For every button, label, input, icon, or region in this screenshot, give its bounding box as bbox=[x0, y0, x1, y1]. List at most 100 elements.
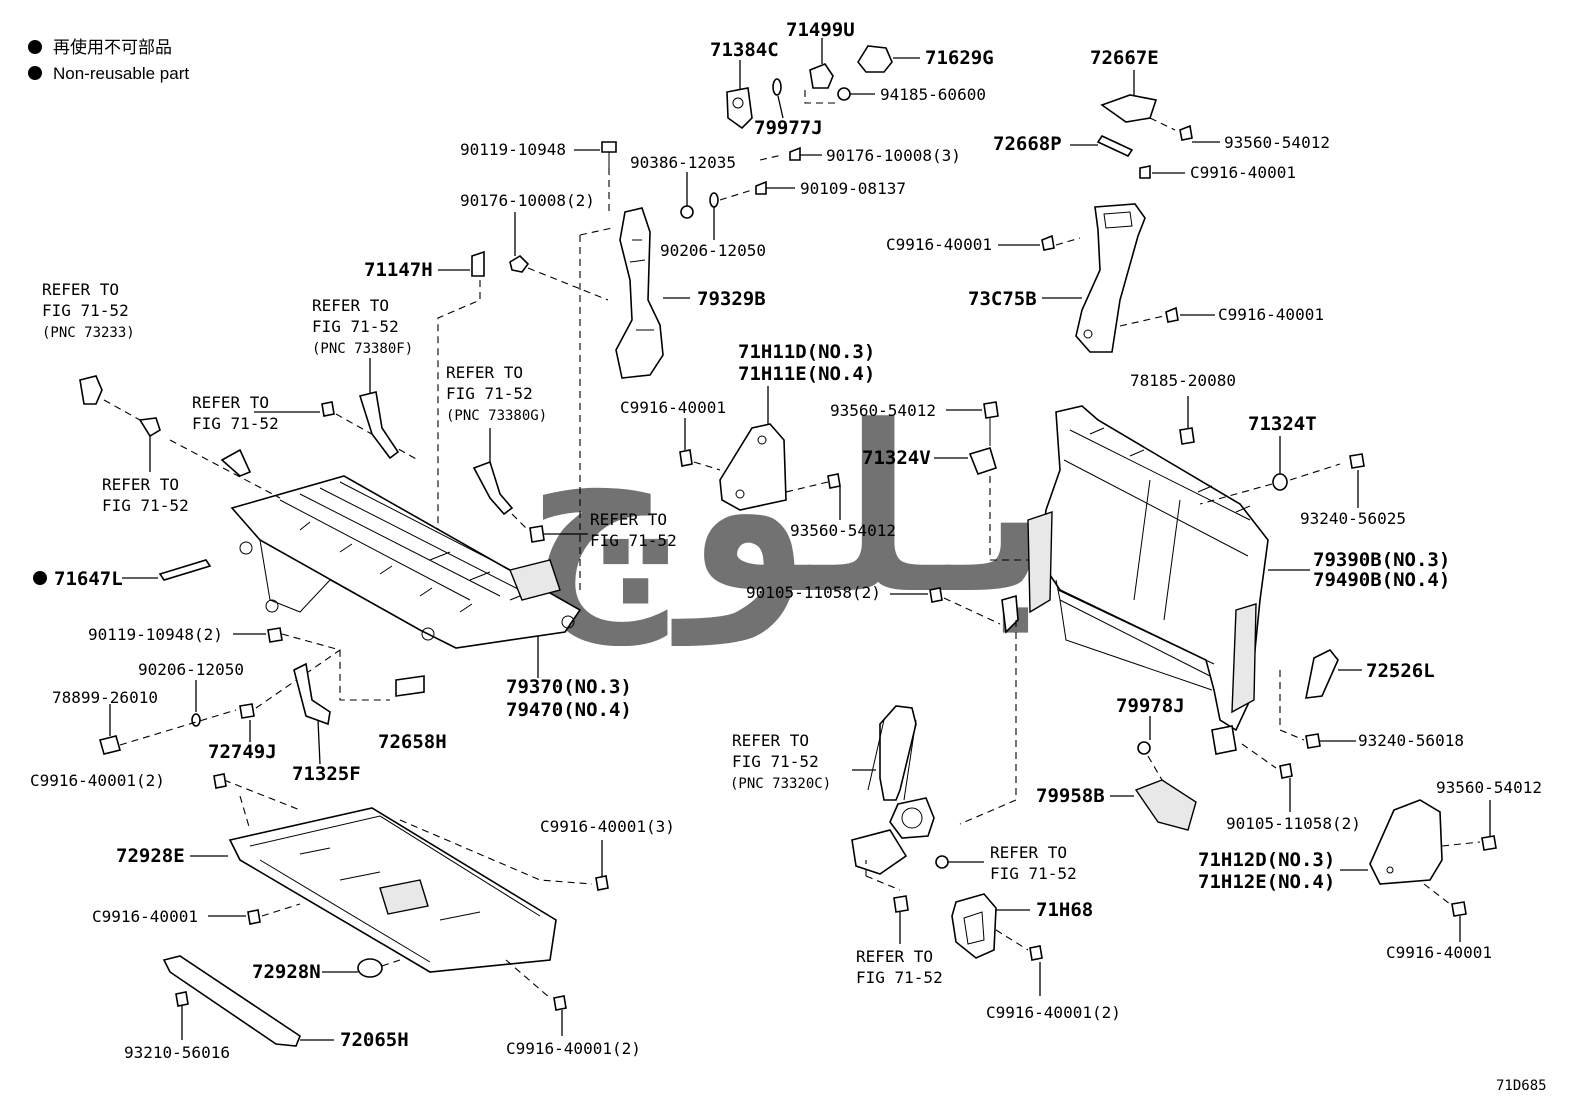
label-72667E: 72667E bbox=[1090, 47, 1159, 69]
label-72668P: 72668P bbox=[993, 133, 1062, 155]
label-90105-11058-a: 90105-11058(2) bbox=[746, 583, 881, 602]
part-71647L-shape bbox=[158, 559, 212, 581]
label-C9916-40001-d: C9916-40001 bbox=[620, 398, 726, 417]
refer-r5-line2: FIG 71-52 bbox=[446, 384, 533, 403]
hinge-cover-group bbox=[726, 38, 920, 130]
part-79958B-shape bbox=[1134, 779, 1197, 831]
part-72065H-shape bbox=[162, 955, 301, 1047]
label-90119-10948: 90119-10948 bbox=[460, 140, 566, 159]
label-90176-10008-3: 90176-10008(3) bbox=[826, 146, 961, 165]
watermark: بلوچ bbox=[533, 378, 1087, 646]
part-79390B-seatback-frame bbox=[1001, 396, 1365, 812]
label-79490B: 79490B(NO.4) bbox=[1313, 569, 1450, 591]
refer-r2-line2: FIG 71-52 bbox=[192, 414, 279, 433]
part-78185-shape bbox=[1179, 427, 1195, 445]
figure-code: 71D685 bbox=[1496, 1078, 1547, 1094]
part-79329B bbox=[579, 207, 690, 590]
label-C9916-40001-2-a: C9916-40001(2) bbox=[30, 771, 165, 790]
label-93240-56025: 93240-56025 bbox=[1300, 509, 1406, 528]
part-94185-shape bbox=[837, 87, 851, 101]
label-78185-20080: 78185-20080 bbox=[1130, 371, 1236, 390]
label-90105-11058-b: 90105-11058(2) bbox=[1226, 814, 1361, 833]
refer-r4-line3: (PNC 73380F) bbox=[312, 341, 413, 357]
part-73380F-shape bbox=[358, 391, 400, 460]
part-72526L-shape bbox=[1304, 648, 1339, 699]
label-71324T: 71324T bbox=[1248, 413, 1317, 435]
label-71647L: 71647L bbox=[54, 568, 123, 590]
label-79978J: 79978J bbox=[1116, 695, 1185, 717]
center-parts bbox=[679, 386, 1040, 625]
lower-right-center-parts bbox=[1110, 716, 1197, 831]
label-73C75B: 73C75B bbox=[968, 288, 1037, 310]
part-72658H-shape bbox=[395, 675, 425, 697]
label-72928E: 72928E bbox=[116, 845, 185, 867]
label-72526L: 72526L bbox=[1366, 660, 1435, 682]
refer-r7-line2: FIG 71-52 bbox=[732, 752, 819, 771]
label-72749J: 72749J bbox=[208, 741, 277, 763]
belt-guide-group bbox=[998, 70, 1220, 353]
label-93560-54012-d: 93560-54012 bbox=[1436, 778, 1542, 797]
label-90119-10948-2: 90119-10948(2) bbox=[88, 625, 223, 644]
non-reusable-marker-icon bbox=[33, 571, 47, 585]
part-79978J-shape bbox=[1137, 741, 1151, 755]
refer-r5-line3: (PNC 73380G) bbox=[446, 408, 547, 424]
refer-r4-line2: FIG 71-52 bbox=[312, 317, 399, 336]
label-71147H: 71147H bbox=[364, 259, 433, 281]
upper-fasteners bbox=[509, 141, 822, 301]
part-90206-shape bbox=[709, 192, 719, 208]
part-73233-shape bbox=[79, 375, 103, 405]
label-71629G: 71629G bbox=[925, 47, 994, 69]
non-reusable-marker-icon bbox=[28, 40, 42, 54]
refer-r2-line1: REFER TO bbox=[192, 393, 269, 412]
part-72667E-shape bbox=[1100, 94, 1158, 123]
refer-r1-line1: REFER TO bbox=[42, 280, 119, 299]
label-71H12D: 71H12D(NO.3) bbox=[1198, 849, 1335, 871]
part-71629G-shape bbox=[857, 45, 893, 73]
refer-r8-line1: REFER TO bbox=[990, 843, 1067, 862]
label-79958B: 79958B bbox=[1036, 785, 1105, 807]
label-79470: 79470(NO.4) bbox=[506, 699, 632, 721]
seat-belt-assembly bbox=[851, 620, 1017, 944]
label-71324V: 71324V bbox=[862, 447, 931, 469]
refer-r7-line3: (PNC 73320C) bbox=[730, 776, 831, 792]
refer-r6-line1: REFER TO bbox=[590, 510, 667, 529]
label-C9916-40001-2-b: C9916-40001(2) bbox=[986, 1003, 1121, 1022]
label-79977J: 79977J bbox=[754, 117, 823, 139]
label-93210-56016: 93210-56016 bbox=[124, 1043, 230, 1062]
labels: 71384C 71499U 71629G 94185-60600 79977J … bbox=[30, 19, 1547, 1094]
label-71325F: 71325F bbox=[292, 763, 361, 785]
label-71H12E: 71H12E(NO.4) bbox=[1198, 871, 1335, 893]
refer-r8-line2: FIG 71-52 bbox=[990, 864, 1077, 883]
refer-r1-line2: FIG 71-52 bbox=[42, 301, 129, 320]
label-90206-12050-a: 90206-12050 bbox=[660, 241, 766, 260]
label-90206-12050-b: 90206-12050 bbox=[138, 660, 244, 679]
label-C9916-40001-e: C9916-40001 bbox=[92, 907, 198, 926]
part-79370-cushion-frame bbox=[230, 475, 582, 678]
label-72065H: 72065H bbox=[340, 1029, 409, 1051]
part-90386-shape bbox=[680, 205, 694, 219]
label-C9916-40001-a: C9916-40001 bbox=[1190, 163, 1296, 182]
part-71147H bbox=[437, 250, 485, 545]
refer-r7-line1: REFER TO bbox=[732, 731, 809, 750]
label-71384C: 71384C bbox=[710, 39, 779, 61]
part-71499U-shape bbox=[809, 63, 834, 89]
part-71325F-shape bbox=[293, 662, 331, 726]
bottom-left-parts bbox=[162, 955, 401, 1047]
label-71H68: 71H68 bbox=[1036, 899, 1093, 921]
refer-to-notes: REFER TO FIG 71-52 (PNC 73233) REFER TO … bbox=[42, 280, 1077, 987]
part-90176b-shape bbox=[509, 254, 530, 273]
part-73C75B-shape bbox=[1075, 203, 1146, 353]
part-72668P-shape bbox=[1096, 134, 1134, 158]
label-72928N: 72928N bbox=[252, 961, 321, 983]
label-79370: 79370(NO.3) bbox=[506, 676, 632, 698]
part-79977J-shape bbox=[772, 78, 782, 96]
refer-r3-line1: REFER TO bbox=[102, 475, 179, 494]
label-79329B: 79329B bbox=[697, 288, 766, 310]
label-C9916-40001-3: C9916-40001(3) bbox=[540, 817, 675, 836]
refer-r4-line1: REFER TO bbox=[312, 296, 389, 315]
part-73380G-shape bbox=[472, 460, 514, 516]
label-94185-60600: 94185-60600 bbox=[880, 85, 986, 104]
label-93240-56018: 93240-56018 bbox=[1358, 731, 1464, 750]
label-93560-54012-a: 93560-54012 bbox=[1224, 133, 1330, 152]
